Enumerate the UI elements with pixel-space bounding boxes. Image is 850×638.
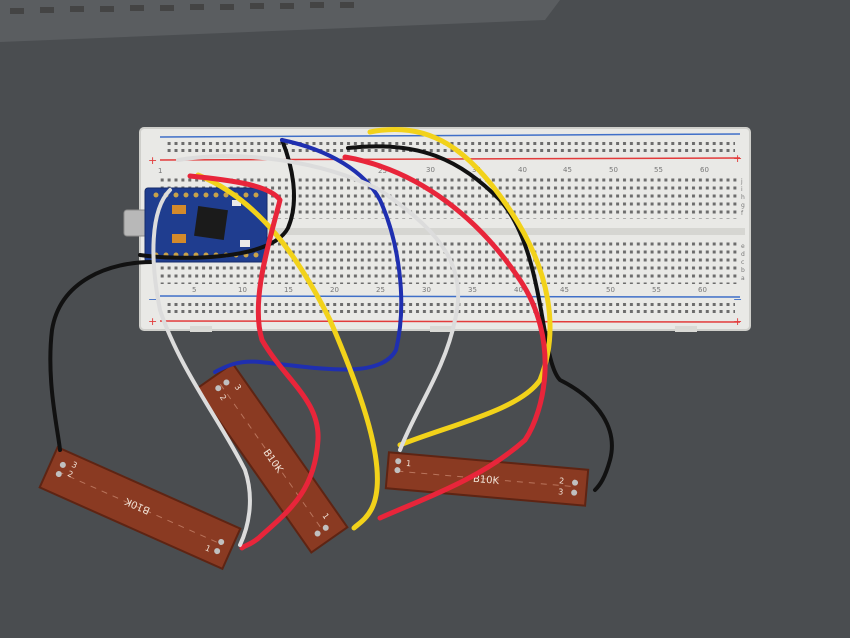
col-num: 20 [330,286,339,294]
smd-component [232,200,241,206]
col-num: 1 [158,167,162,175]
col-num: 40 [518,166,527,174]
rail-line-red-bottom [159,320,741,323]
col-num: 5 [192,286,196,294]
microcontroller-board [123,187,268,263]
row-letter: d [741,251,745,258]
smd-component [240,240,250,247]
pot-pin-label: 3 [233,383,243,392]
wire-white-left [151,188,252,547]
pot-pin [572,479,579,486]
row-letters-top: j i h g f [740,178,745,217]
mcu-chip [194,206,228,240]
rail-plus-top-left: + [148,154,157,167]
pot-pin [214,548,221,555]
pot-pin [571,489,578,496]
col-num: 60 [698,286,707,294]
row-letter: h [741,194,745,201]
row-letter: e [741,243,745,250]
wires [48,126,614,551]
pot-pin-label: 1 [321,512,331,521]
rail-plus-bottom-left: + [148,315,157,328]
pot-pin [223,379,230,386]
col-num: 30 [422,286,431,294]
pot-label: B10K [472,474,499,487]
rail-minus-bottom-right: − [733,293,742,306]
pot-pin-label: 1 [406,459,412,468]
potentiometer-left: B10K 3 2 1 [38,445,242,571]
wire-blue [213,138,404,374]
col-num: 30 [426,166,435,174]
row-letter: b [741,267,745,274]
pot-pin [322,524,329,531]
row-letters-bottom: e d c b a [741,243,745,282]
potentiometer-middle: B10K 3 2 1 [195,362,349,554]
col-num: 35 [468,286,477,294]
pot-pin-label: 1 [204,543,212,553]
rail-plus-bottom-right: + [733,315,742,328]
pot-pin [55,471,62,478]
col-num: 40 [514,286,523,294]
smd-component [172,234,186,243]
wire-black-left [48,260,154,452]
smd-component [172,205,186,214]
breadboard-clip [675,326,697,332]
col-num: 55 [652,286,661,294]
wire-yellow-middle [195,172,380,531]
pot-pin-label: 2 [218,393,228,402]
col-num: 45 [563,166,572,174]
rail-line-blue-top [159,133,741,138]
wire-red-right [342,154,548,521]
wire-red-left [187,173,321,551]
col-num: 25 [376,286,385,294]
col-num: 50 [609,166,618,174]
breadboard-clip [430,326,452,332]
wire-yellow-right [367,126,553,448]
pot-pin [59,461,66,468]
row-letter: a [741,275,745,282]
row-letter: g [741,202,745,209]
col-num: 10 [238,286,247,294]
pot-pin [314,530,321,537]
col-num: 60 [700,166,709,174]
pot-pin-label: 3 [70,460,78,470]
mat-ridge-slots [10,2,354,14]
row-letter: i [741,186,743,193]
pot-pin-label: 2 [66,469,74,479]
row-letter: j [740,178,743,185]
pot-pin-label: 3 [558,487,564,496]
pot-track [57,470,223,546]
rail-line-blue-bottom [159,295,741,298]
rail-holes-bottom [165,300,735,317]
col-num: 25 [378,167,387,175]
column-numbers-bottom: 5 10 15 20 25 30 35 40 45 50 55 60 [192,286,707,294]
col-num: 15 [284,286,293,294]
wire-white-right [176,154,461,452]
pot-pin [215,385,222,392]
wire-black-board [138,138,296,260]
col-num: 50 [606,286,615,294]
rail-line-red-top [159,157,741,161]
breadboard-clip [190,326,212,332]
col-num: 55 [654,166,663,174]
col-num: 45 [560,286,569,294]
pot-pin [394,467,401,474]
pot-pin [218,538,225,545]
row-letter: c [741,259,744,266]
pot-pin [395,458,402,465]
rail-minus-bottom-left: − [148,293,157,306]
center-channel [145,228,745,235]
pot-pin-label: 2 [559,476,565,485]
row-letter: f [741,210,744,217]
rail-plus-top-right: + [733,152,742,165]
